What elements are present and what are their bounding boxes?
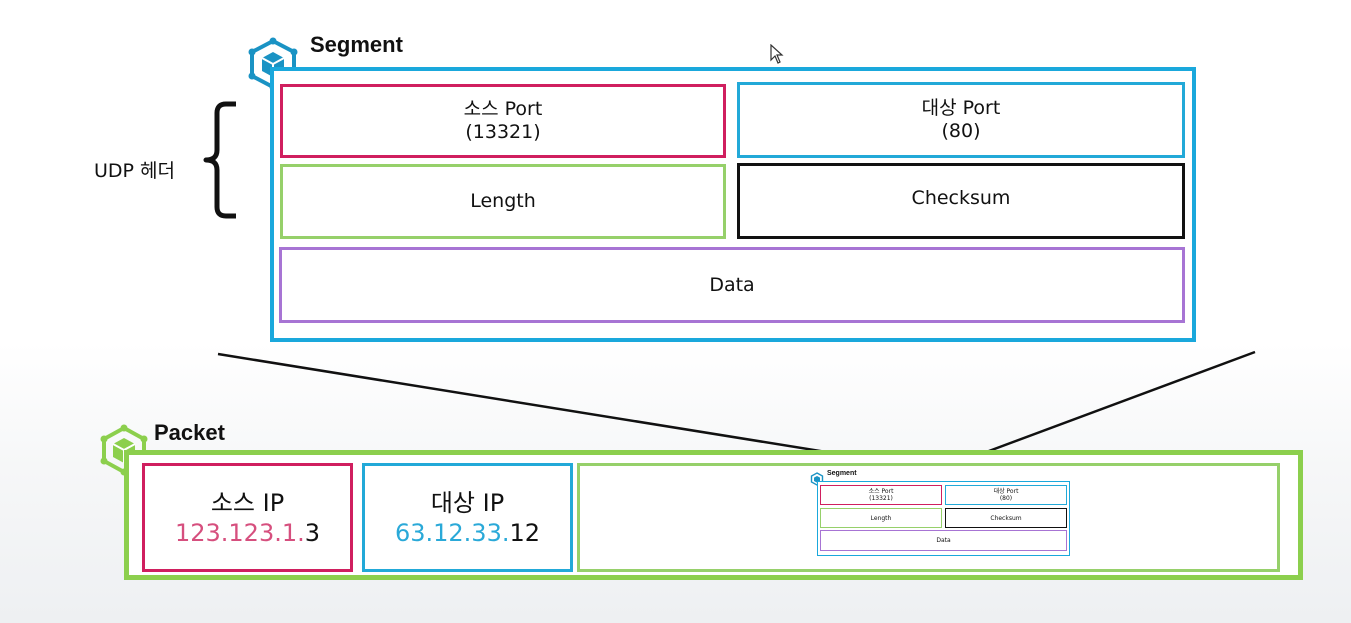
length-label: Length xyxy=(470,190,536,212)
segment-title: Segment xyxy=(310,32,403,57)
curly-brace-icon xyxy=(186,100,250,220)
data-field: Data xyxy=(279,247,1185,323)
destination-ip-value: 63.12.33.12 xyxy=(395,518,540,548)
mini-data: Data xyxy=(820,530,1067,551)
mini-checksum: Checksum xyxy=(945,508,1067,528)
mini-checksum-label: Checksum xyxy=(990,514,1022,522)
destination-ip-value-colored: 63.12.33. xyxy=(394,518,510,547)
mini-length-label: Length xyxy=(870,514,892,522)
destination-ip-field: 대상 IP 63.12.33.12 xyxy=(362,463,573,572)
destination-port-value: (80) xyxy=(941,120,981,142)
source-ip-field: 소스 IP 123.123.1.3 xyxy=(142,463,353,572)
packet-title: Packet xyxy=(154,420,225,445)
source-ip-value: 123.123.1.3 xyxy=(175,518,320,548)
destination-port-label: 대상 Port xyxy=(921,97,1001,119)
mini-destination-port: 대상 Port (80) xyxy=(945,485,1067,505)
data-label: Data xyxy=(709,273,755,296)
mini-length: Length xyxy=(820,508,942,528)
mini-segment: Segment 소스 Port (13321) 대상 Port (80) Len… xyxy=(810,470,1074,558)
source-port-value: (13321) xyxy=(465,121,541,143)
checksum-field: Checksum xyxy=(737,163,1185,239)
mini-data-label: Data xyxy=(936,537,951,544)
source-ip-value-colored: 123.123.1. xyxy=(174,518,305,547)
mini-source-port-label: 소스 Port xyxy=(868,488,894,495)
source-port-field: 소스 Port (13321) xyxy=(280,84,726,158)
mini-destination-port-label: 대상 Port xyxy=(993,488,1019,495)
destination-port-field: 대상 Port (80) xyxy=(737,82,1185,158)
source-port-label: 소스 Port xyxy=(463,98,543,120)
source-ip-value-rest: 3 xyxy=(304,518,321,547)
udp-header-label: UDP 헤더 xyxy=(94,160,175,182)
destination-ip-label: 대상 IP xyxy=(430,488,505,517)
mini-source-port: 소스 Port (13321) xyxy=(820,485,942,505)
source-ip-label: 소스 IP xyxy=(210,488,285,517)
mini-source-port-value: (13321) xyxy=(869,495,893,502)
mini-destination-port-value: (80) xyxy=(999,495,1013,502)
mouse-cursor-icon xyxy=(770,44,784,64)
mini-segment-title: Segment xyxy=(827,470,857,477)
destination-ip-value-rest: 12 xyxy=(509,518,541,547)
length-field: Length xyxy=(280,164,726,239)
checksum-label: Checksum xyxy=(911,186,1011,209)
